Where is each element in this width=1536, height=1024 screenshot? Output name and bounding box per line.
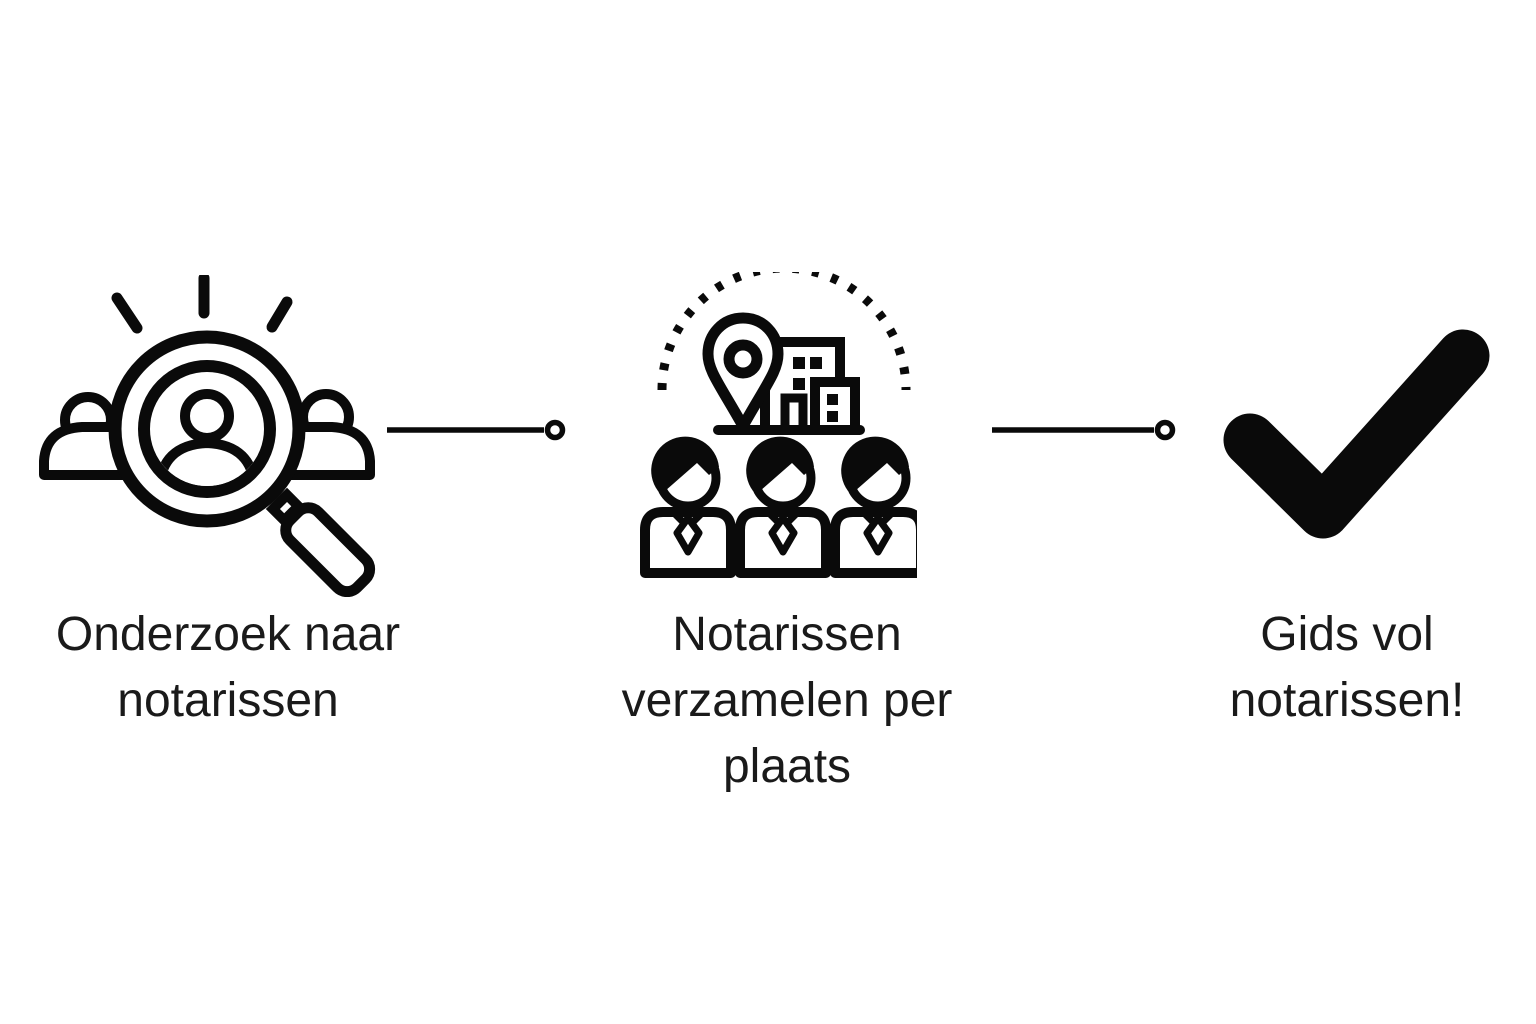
connector-line-1 (385, 419, 575, 441)
people-search-icon (38, 275, 378, 597)
step-label-research: Onderzoek naar notarissen (55, 608, 401, 727)
location-buildings-people-icon (637, 272, 917, 580)
step-label-collect: Notarissen verzamelen per plaats (621, 608, 953, 793)
connector-line-2 (990, 419, 1185, 441)
checkmark-icon (1221, 326, 1491, 541)
step-label-result: Gids vol notarissen! (1229, 608, 1465, 727)
